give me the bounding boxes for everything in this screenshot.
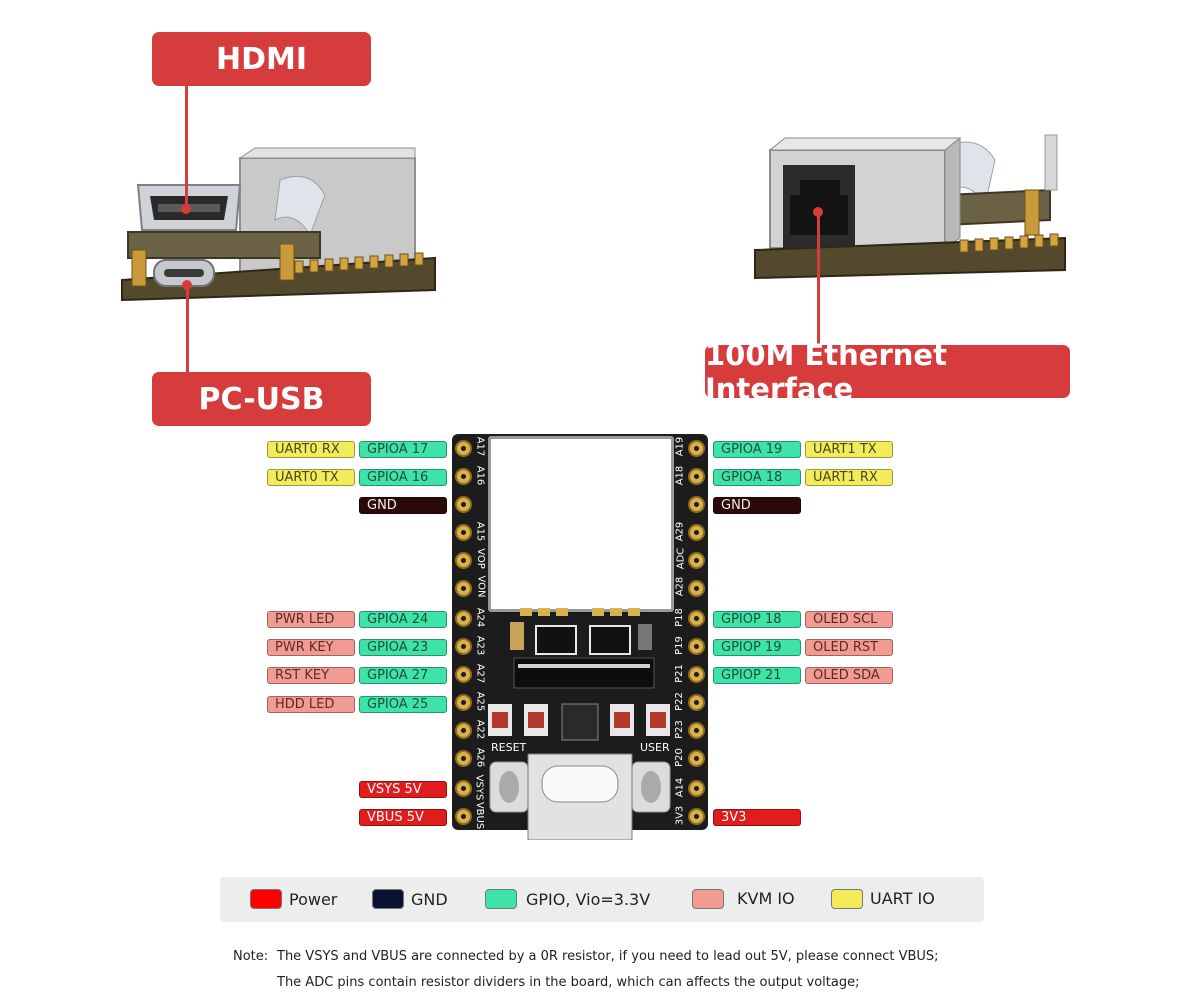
silk-label: A29 <box>674 521 686 542</box>
pad <box>688 580 705 597</box>
pin-label-oled-rst: OLED RST <box>805 639 893 656</box>
note-prefix: Note: <box>233 949 269 964</box>
pad <box>455 496 472 513</box>
hdmi-leader-dot <box>181 204 191 214</box>
callout-ethernet-text: 100M Ethernet Interface <box>705 337 947 406</box>
legend-swatch-power <box>250 889 282 909</box>
silk-label: ADC <box>675 547 687 570</box>
silk-label: VOP <box>474 548 486 569</box>
silk-label: A15 <box>474 521 486 542</box>
pin-label-gpiop-19: GPIOP 19 <box>713 639 801 656</box>
silk-label: A19 <box>674 436 686 457</box>
legend-label-gnd: GND <box>411 890 448 909</box>
pad <box>455 666 472 683</box>
pad <box>455 694 472 711</box>
pin-label-gpioa-16: GPIOA 16 <box>359 469 447 486</box>
module-photo-ethernet-side <box>754 134 1066 280</box>
pin-label-gpioa-25: GPIOA 25 <box>359 696 447 713</box>
pad <box>455 722 472 739</box>
callout-pc-usb: PC-USB <box>152 372 371 426</box>
reset-label: RESET <box>491 741 527 754</box>
pad <box>455 440 472 457</box>
pin-label-oled-scl: OLED SCL <box>805 611 893 628</box>
pin-label-vsys-5v: VSYS 5V <box>359 781 447 798</box>
silk-label: A16 <box>474 465 486 486</box>
pad <box>455 468 472 485</box>
legend-label-power: Power <box>289 890 338 909</box>
silk-label: VON <box>475 575 487 598</box>
legend-swatch-gnd <box>372 889 404 909</box>
callout-ethernet: 100M Ethernet Interface <box>705 338 1070 406</box>
note-line-1: The VSYS and VBUS are connected by a 0R … <box>277 949 939 964</box>
pad <box>688 780 705 797</box>
pin-label-gpioa-19: GPIOA 19 <box>713 441 801 458</box>
pin-label-rst-key: RST KEY <box>267 667 355 684</box>
pin-label-uart0-rx: UART0 RX <box>267 441 355 458</box>
pin-label-gpiop-18: GPIOP 18 <box>713 611 801 628</box>
pad <box>688 666 705 683</box>
pad <box>688 552 705 569</box>
silk-label: A18 <box>674 465 686 486</box>
pad <box>455 580 472 597</box>
pin-label-hdd-led: HDD LED <box>267 696 355 713</box>
module-photo-hdmi-side <box>121 147 436 302</box>
pad <box>688 440 705 457</box>
silk-label: A28 <box>674 576 686 597</box>
pin-label-uart1-tx: UART1 TX <box>805 441 893 458</box>
pcusb-leader-dot <box>182 280 192 290</box>
pad <box>688 808 705 825</box>
legend-label-uart: UART IO <box>870 889 935 908</box>
pcusb-leader-line <box>186 285 189 373</box>
ethernet-leader-line <box>817 212 820 345</box>
pin-label-gpioa-27: GPIOA 27 <box>359 667 447 684</box>
pad <box>455 610 472 627</box>
pad <box>455 780 472 797</box>
legend: Power GND GPIO, Vio=3.3V KVM IO UART IO <box>220 877 984 922</box>
note-line-2: The ADC pins contain resistor dividers i… <box>277 975 860 990</box>
pin-label-gpioa-24: GPIOA 24 <box>359 611 447 628</box>
board-screen-window <box>488 436 674 612</box>
pin-label-gpioa-17: GPIOA 17 <box>359 441 447 458</box>
pad <box>688 524 705 541</box>
user-label: USER <box>640 741 670 754</box>
pad <box>688 638 705 655</box>
pin-label-vbus-5v: VBUS 5V <box>359 809 447 826</box>
pad <box>455 552 472 569</box>
board-components <box>488 608 671 840</box>
pin-label-pwr-key: PWR KEY <box>267 639 355 656</box>
pad <box>688 722 705 739</box>
pin-label-gpiop-21: GPIOP 21 <box>713 667 801 684</box>
pad <box>688 468 705 485</box>
hdmi-leader-line <box>185 86 188 210</box>
pin-label-gpioa-23: GPIOA 23 <box>359 639 447 656</box>
callout-hdmi: HDMI <box>152 32 371 86</box>
callout-hdmi-text: HDMI <box>215 41 308 77</box>
pad <box>688 750 705 767</box>
pin-label-oled-sda: OLED SDA <box>805 667 893 684</box>
pin-label-uart0-tx: UART0 TX <box>267 469 355 486</box>
pad <box>455 808 472 825</box>
callout-pc-usb-text: PC-USB <box>198 381 325 417</box>
pad <box>455 750 472 767</box>
legend-label-kvm: KVM IO <box>737 889 795 908</box>
pin-label-3v3: 3V3 <box>713 809 801 826</box>
legend-swatch-uart <box>831 889 863 909</box>
pin-label-gnd-left: GND <box>359 497 447 514</box>
legend-label-gpio: GPIO, Vio=3.3V <box>526 890 651 909</box>
pin-label-uart1-rx: UART1 RX <box>805 469 893 486</box>
silk-label: A17 <box>474 436 486 457</box>
pad <box>688 496 705 513</box>
legend-swatch-gpio <box>485 889 517 909</box>
pin-label-pwr-led: PWR LED <box>267 611 355 628</box>
legend-swatch-kvm <box>692 889 724 909</box>
pad <box>455 524 472 541</box>
pad <box>688 610 705 627</box>
pin-label-gpioa-18: GPIOA 18 <box>713 469 801 486</box>
pad <box>688 694 705 711</box>
pin-label-gnd-right: GND <box>713 497 801 514</box>
pad <box>455 638 472 655</box>
